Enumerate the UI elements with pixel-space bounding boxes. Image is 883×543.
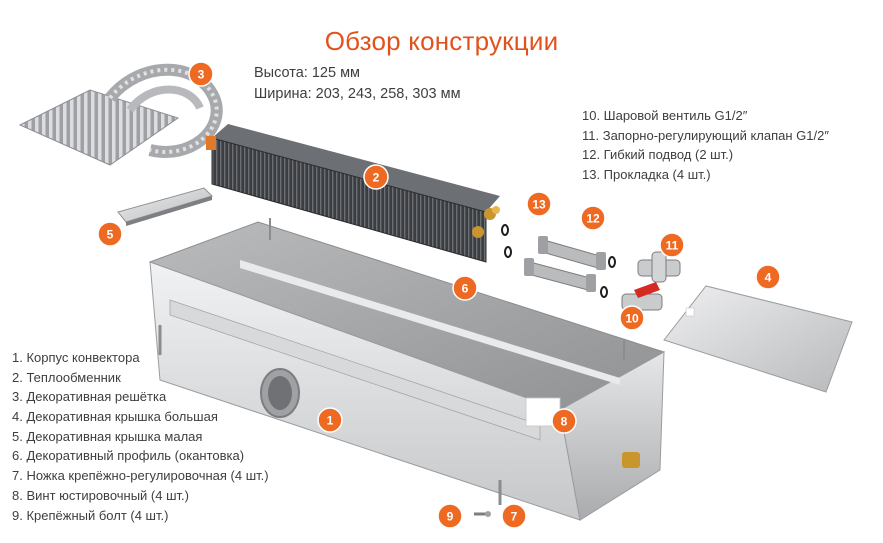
callout-13: 13 [526, 191, 552, 217]
width-spec: Ширина: 203, 243, 258, 303 мм [254, 86, 461, 102]
svg-text:7: 7 [511, 510, 518, 524]
legend-item-1: 1. Корпус конвектора [12, 350, 140, 365]
svg-text:1: 1 [327, 414, 334, 428]
callout-8: 8 [551, 408, 577, 434]
legend-item-11: 11. Запорно-регулирующий клапан G1/2″ [582, 127, 829, 143]
callout-4: 4 [755, 264, 781, 290]
legend-item-8: 8. Винт юстировочный (4 шт.) [12, 487, 189, 503]
legend-item-13: 13. Прокладка (4 шт.) [582, 166, 711, 182]
legend-item-10: 10. Шаровой вентиль G1/2″ [582, 108, 748, 123]
svg-text:6: 6 [462, 282, 469, 296]
svg-text:8: 8 [561, 415, 568, 429]
svg-text:13: 13 [532, 198, 546, 212]
legend-item-12: 12. Гибкий подвод (2 шт.) [582, 147, 734, 162]
callout-5: 5 [97, 221, 123, 247]
svg-text:4: 4 [765, 271, 772, 285]
legend-item-2: 2. Теплообменник [12, 369, 121, 385]
legend-item-5: 5. Декоративная крышка малая [12, 428, 203, 444]
small-cover [117, 187, 213, 226]
callout-9: 9 [437, 503, 463, 529]
legend-fittings: 10. Шаровой вентиль G1/2″ 11. Запорно-ре… [582, 106, 829, 184]
mounting-bolt [474, 511, 491, 517]
svg-text:12: 12 [586, 212, 600, 226]
large-cover [663, 285, 853, 393]
legend-item-9: 9. Крепёжный болт (4 шт.) [12, 507, 169, 523]
callout-1: 1 [317, 407, 343, 433]
page-title: Обзор конструкции [324, 26, 559, 56]
legend-components: 1. Корпус конвектора 2. Теплообменник 3.… [12, 348, 269, 525]
legend-item-3: 3. Декоративная решётка [12, 389, 167, 405]
ball-valve [621, 282, 663, 311]
callout-11: 11 [659, 232, 685, 258]
heat-exchanger [206, 124, 500, 263]
flexible-hoses [524, 236, 606, 292]
svg-text:9: 9 [447, 510, 454, 524]
svg-text:11: 11 [666, 239, 679, 253]
height-spec: Высота: 125 мм [254, 65, 361, 81]
svg-text:5: 5 [107, 228, 114, 242]
shutoff-valve [637, 251, 681, 283]
svg-text:3: 3 [198, 68, 205, 82]
svg-text:2: 2 [373, 171, 380, 185]
callout-7: 7 [501, 503, 527, 529]
callout-10: 10 [619, 305, 645, 331]
legend-item-7: 7. Ножка крепёжно-регулировочная (4 шт.) [12, 468, 269, 484]
callout-2: 2 [363, 164, 389, 190]
svg-text:10: 10 [625, 312, 639, 326]
legend-item-4: 4. Декоративная крышка большая [12, 409, 218, 425]
callout-6: 6 [452, 275, 478, 301]
callout-12: 12 [580, 205, 606, 231]
convector-housing [148, 218, 666, 521]
gaskets [501, 224, 616, 298]
decorative-grille [18, 63, 223, 166]
legend-item-6: 6. Декоративный профиль (окантовка) [12, 448, 245, 464]
callout-3: 3 [188, 61, 214, 87]
